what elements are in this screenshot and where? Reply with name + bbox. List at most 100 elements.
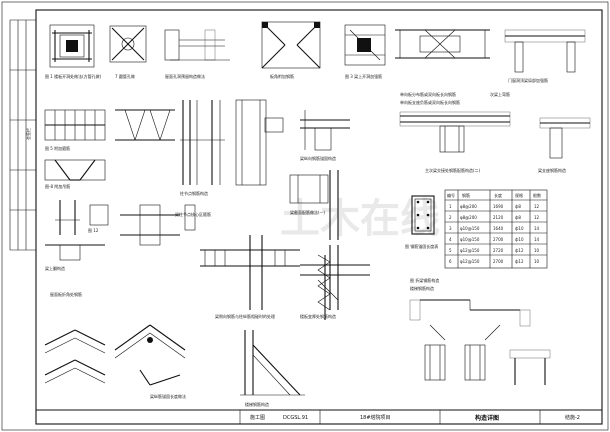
detail-caption: 门窗洞顶梁局部加强筋 [508,77,548,83]
table-cell: 2700 [493,237,504,242]
detail-beam-column-joint [235,99,284,186]
detail-caption: 图 3 梁上开洞加强筋 [345,73,382,79]
detail-caption: 柱节点钢筋构造 [180,190,208,196]
detail-beam-upturn: 梁上翻构造 [45,244,105,271]
side-strip-label: 会签栏 [25,128,31,140]
table-cell: φ10@150 [460,226,480,231]
table-cell: 12 [534,215,540,220]
table-cell: 1640 [493,226,504,231]
title-block-title: 构造详图 [475,414,499,422]
detail-column-bars: 柱节点钢筋构造 [180,100,225,196]
detail-joint-elevation: 梁侧向钢筋与柱纵筋相碰时的处理 [200,235,300,319]
detail-caption: 单向板支座负筋或双向板长向钢筋 [400,99,460,105]
detail-round-hole: 7 圆管孔做 [109,25,147,79]
table-cell: 12 [534,204,540,209]
table-cell: 2120 [493,215,504,220]
title-block: 施工图 DCGSL.91 18#塔院项目 构造详图 结施-2 [36,409,602,424]
detail-column-section [411,195,435,235]
table-cell: ф12 [515,259,524,264]
detail-caption: 图 1 楼板开洞处做法(方管孔做) [45,73,102,79]
detail-beam-opening: 图 3 梁上开洞加强筋 [344,24,386,79]
rebar-table-header: 钢筋 [462,192,470,198]
table-cell: 2720 [493,248,504,253]
detail-slab-opening: 图 1 楼板开洞处做法(方管孔做) [45,24,102,79]
detail-folded-slab: 梁纵筋锚固长度做法 [114,324,186,399]
detail-caption: 图 折梁钢筋构造 [410,277,439,283]
detail-beam-anchorage: 梁柱节点核心区箍筋 [120,204,211,246]
detail-caption: 楼梯钢筋构造 [245,401,269,407]
detail-roof-opening: 屋面孔洞预留构造做法 [164,29,230,79]
title-block-scale: 施工图 [250,414,265,421]
table-cell: 1 [449,204,452,209]
detail-beam-support: 梁支座钢筋构造 [538,117,591,173]
detail-caption: 楼梯钢筋构造 [410,285,434,291]
detail-caption: 主次梁交接处钢筋配筋构造(二) [425,167,481,173]
detail-hanger-bars: 图-8 附加吊筋 [44,159,106,189]
detail-corner-bars: 板角附加钢筋 [261,21,321,79]
detail-caption: 7 圆管孔做 [115,73,135,79]
table-cell: 2 [449,215,452,220]
detail-folded-beam [44,329,106,384]
table-cell: 6 [449,259,452,264]
detail-caption: 梁截面配筋做法(一) [290,209,326,215]
detail-beam-elevation [395,29,490,59]
detail-fig12: 图 12 [55,200,109,235]
detail-caption: 次梁上弯筋 [490,91,510,97]
detail-note-row: 屋面板折角处钢筋 [50,291,82,297]
detail-caption: 单向板分布筋或双向板长向钢筋 [400,91,456,97]
table-cell: 1690 [493,204,504,209]
detail-caption: 图-8 附加吊筋 [45,183,70,189]
table-cell: ф8 [515,204,521,209]
detail-diagonal-anchorage: 楼梯钢筋构造 [240,330,305,407]
detail-caption: 梁纵向钢筋锚固构造 [300,155,336,161]
table-cell: φ8@200 [460,215,477,220]
title-block-project: 18#塔院项目 [360,414,391,421]
table-cell: 3 [449,226,452,231]
sheet-inner-border [35,9,603,425]
rebar-table-header: 编号 [447,192,455,198]
side-strip: 会签栏 [9,19,36,251]
rebar-table-header: 根数 [533,192,541,198]
detail-caption: 图 5 附加箍筋 [45,145,70,151]
table-cell: 14 [534,237,540,242]
detail-caption: 梁柱节点核心区箍筋 [175,211,211,217]
detail-caption: 楼板变厚处钢筋构造 [300,313,336,319]
table-cell: φ12@150 [460,248,480,253]
detail-slab-beam-junction: 单向板分布筋或双向板长向钢筋 次梁上弯筋 单向板支座负筋或双向板长向钢筋 主次梁… [399,91,511,173]
rebar-table: 编号 钢筋 长度 规格 根数 1 φ8@200 1690 ф8 12 2 φ8@… [405,189,548,269]
table-cell: ф8 [515,215,521,220]
table-cell: 10 [534,259,540,264]
detail-slab-thickness: 图 折梁钢筋构造 [409,277,531,341]
detail-caption: 梁上翻构造 [45,265,65,271]
detail-caption: 图 钢筋锚固长度表 [405,243,438,249]
detail-beam-column-side: 楼板变厚处钢筋构造 [300,245,370,319]
table-cell: φ10@150 [460,237,480,242]
detail-door-lintel: 门窗洞顶梁局部加强筋 [504,29,586,83]
detail-secondary-beam-bars: 梁纵向钢筋锚固构造 [300,110,350,161]
detail-caption: 图 12 [88,227,99,233]
table-cell: 2700 [493,259,504,264]
rebar-table-header: 规格 [515,192,523,198]
detail-caption: 梁侧向钢筋与柱纵筋相碰时的处理 [215,313,275,319]
table-cell: 10 [534,248,540,253]
detail-stair-rebar [317,254,331,320]
title-block-code: DCGSL.91 [283,415,308,421]
rebar-table-header: 长度 [494,192,502,198]
detail-stirrups: 图 5 附加箍筋 [44,109,106,151]
detail-caption: 梁支座钢筋构造 [538,167,566,173]
detail-stair-sections: 楼梯钢筋构造 [410,285,551,385]
table-cell: ф10 [515,237,524,242]
detail-column-stirrups: 梁截面配筋做法(一) [289,170,339,240]
detail-caption: 梁纵筋锚固长度做法 [150,393,186,399]
table-cell: 14 [534,226,540,231]
table-cell: 4 [449,237,452,242]
title-block-sheet-no: 结施-2 [565,414,580,421]
table-cell: ф12 [515,248,524,253]
detail-caption: 板角附加钢筋 [270,73,294,79]
table-cell: 5 [449,248,452,253]
table-cell: φ12@150 [460,259,480,264]
table-cell: φ8@200 [460,204,477,209]
